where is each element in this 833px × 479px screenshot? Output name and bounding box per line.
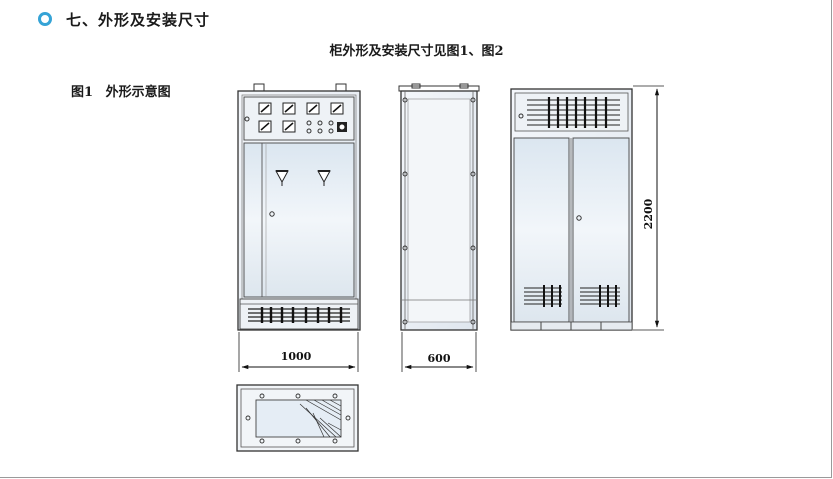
section-header: 七、外形及安装尺寸 [38,8,210,30]
side-view [398,83,480,331]
height-dimension-label: 2200 [642,198,655,229]
handle-icons [275,170,331,186]
figure-1-label: 图1 外形示意图 [71,85,171,100]
section-title: 七、外形及安装尺寸 [66,10,211,29]
rear-view [510,88,633,331]
circle-bullet-icon [38,12,52,26]
meter-icons [244,102,347,134]
depth-dimension [401,332,477,372]
drawing-subtitle: 柜外形及安装尺寸见图1、图2 [329,44,504,59]
base-plan-view [236,384,359,452]
height-dimension [633,85,664,331]
depth-dimension-label: 600 [428,352,451,365]
width-dimension-label: 1000 [281,350,312,363]
width-dimension [238,332,359,372]
front-view [237,83,361,331]
